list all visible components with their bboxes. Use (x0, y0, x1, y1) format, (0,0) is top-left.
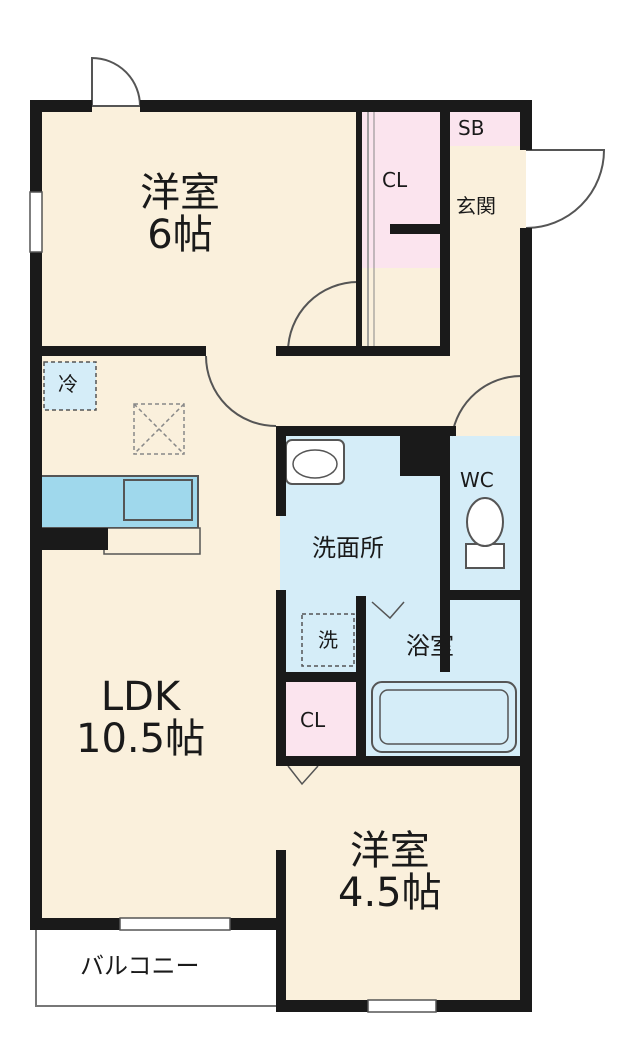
bathroom-label: 浴室 (406, 632, 454, 660)
washbasin-bowl (292, 449, 338, 479)
western-room-45-label: 洋室 4.5帖 (338, 830, 442, 914)
bathtub (371, 681, 517, 753)
fridge-label: 冷 (58, 372, 78, 396)
western-room-6-name: 洋室 (140, 170, 220, 216)
door-swing-entrance (525, 149, 606, 229)
washroom-label: 洗面所 (312, 534, 384, 562)
walls (30, 100, 532, 1012)
bath-door-mark (371, 601, 405, 620)
toilet-label: WC (460, 468, 494, 492)
toilet-tank (465, 543, 505, 569)
balcony-label: バルコニー (80, 952, 200, 980)
ldk-size: 10.5帖 (76, 716, 206, 762)
range-hood (133, 403, 185, 455)
western-room-45-floor (280, 760, 526, 1006)
western-room-6-label: 洋室 6帖 (140, 172, 220, 256)
kitchen-bar (103, 527, 201, 555)
entrance-floor (444, 146, 526, 268)
window-balcony (119, 917, 231, 931)
door-swing-wc (451, 374, 523, 437)
washing-machine-space (301, 613, 355, 667)
door-swing-ldk (205, 355, 277, 427)
washing-machine-label: 洗 (318, 628, 338, 652)
western-room-45-size: 4.5帖 (338, 870, 442, 916)
closet-top-label: CL (382, 168, 408, 192)
shoe-box-label: SB (458, 116, 485, 140)
ldk-label: LDK 10.5帖 (76, 676, 205, 760)
toilet-bowl (466, 497, 504, 547)
fridge-space (43, 361, 97, 411)
kitchen-pillar (36, 528, 108, 550)
western-room-6-size: 6帖 (147, 212, 213, 258)
balcony-area (35, 923, 281, 1007)
bathtub-inner (379, 689, 509, 745)
western-room-45-name: 洋室 (349, 828, 430, 874)
ldk-name: LDK (100, 674, 181, 720)
door-swing-bedroom6 (287, 281, 359, 353)
window-left (29, 191, 43, 253)
ldk-floor (36, 352, 280, 924)
closet-mid-label: CL (300, 708, 326, 732)
kitchen-sink (123, 479, 193, 521)
closet-door-mark (287, 765, 319, 786)
range-hood-cross (133, 403, 185, 455)
door-swing-bedroom-top (91, 56, 142, 107)
closet-mid-floor (280, 680, 362, 760)
window-bottom (367, 999, 437, 1013)
shoe-box-floor (444, 106, 526, 146)
entrance-label: 玄関 (456, 194, 496, 218)
